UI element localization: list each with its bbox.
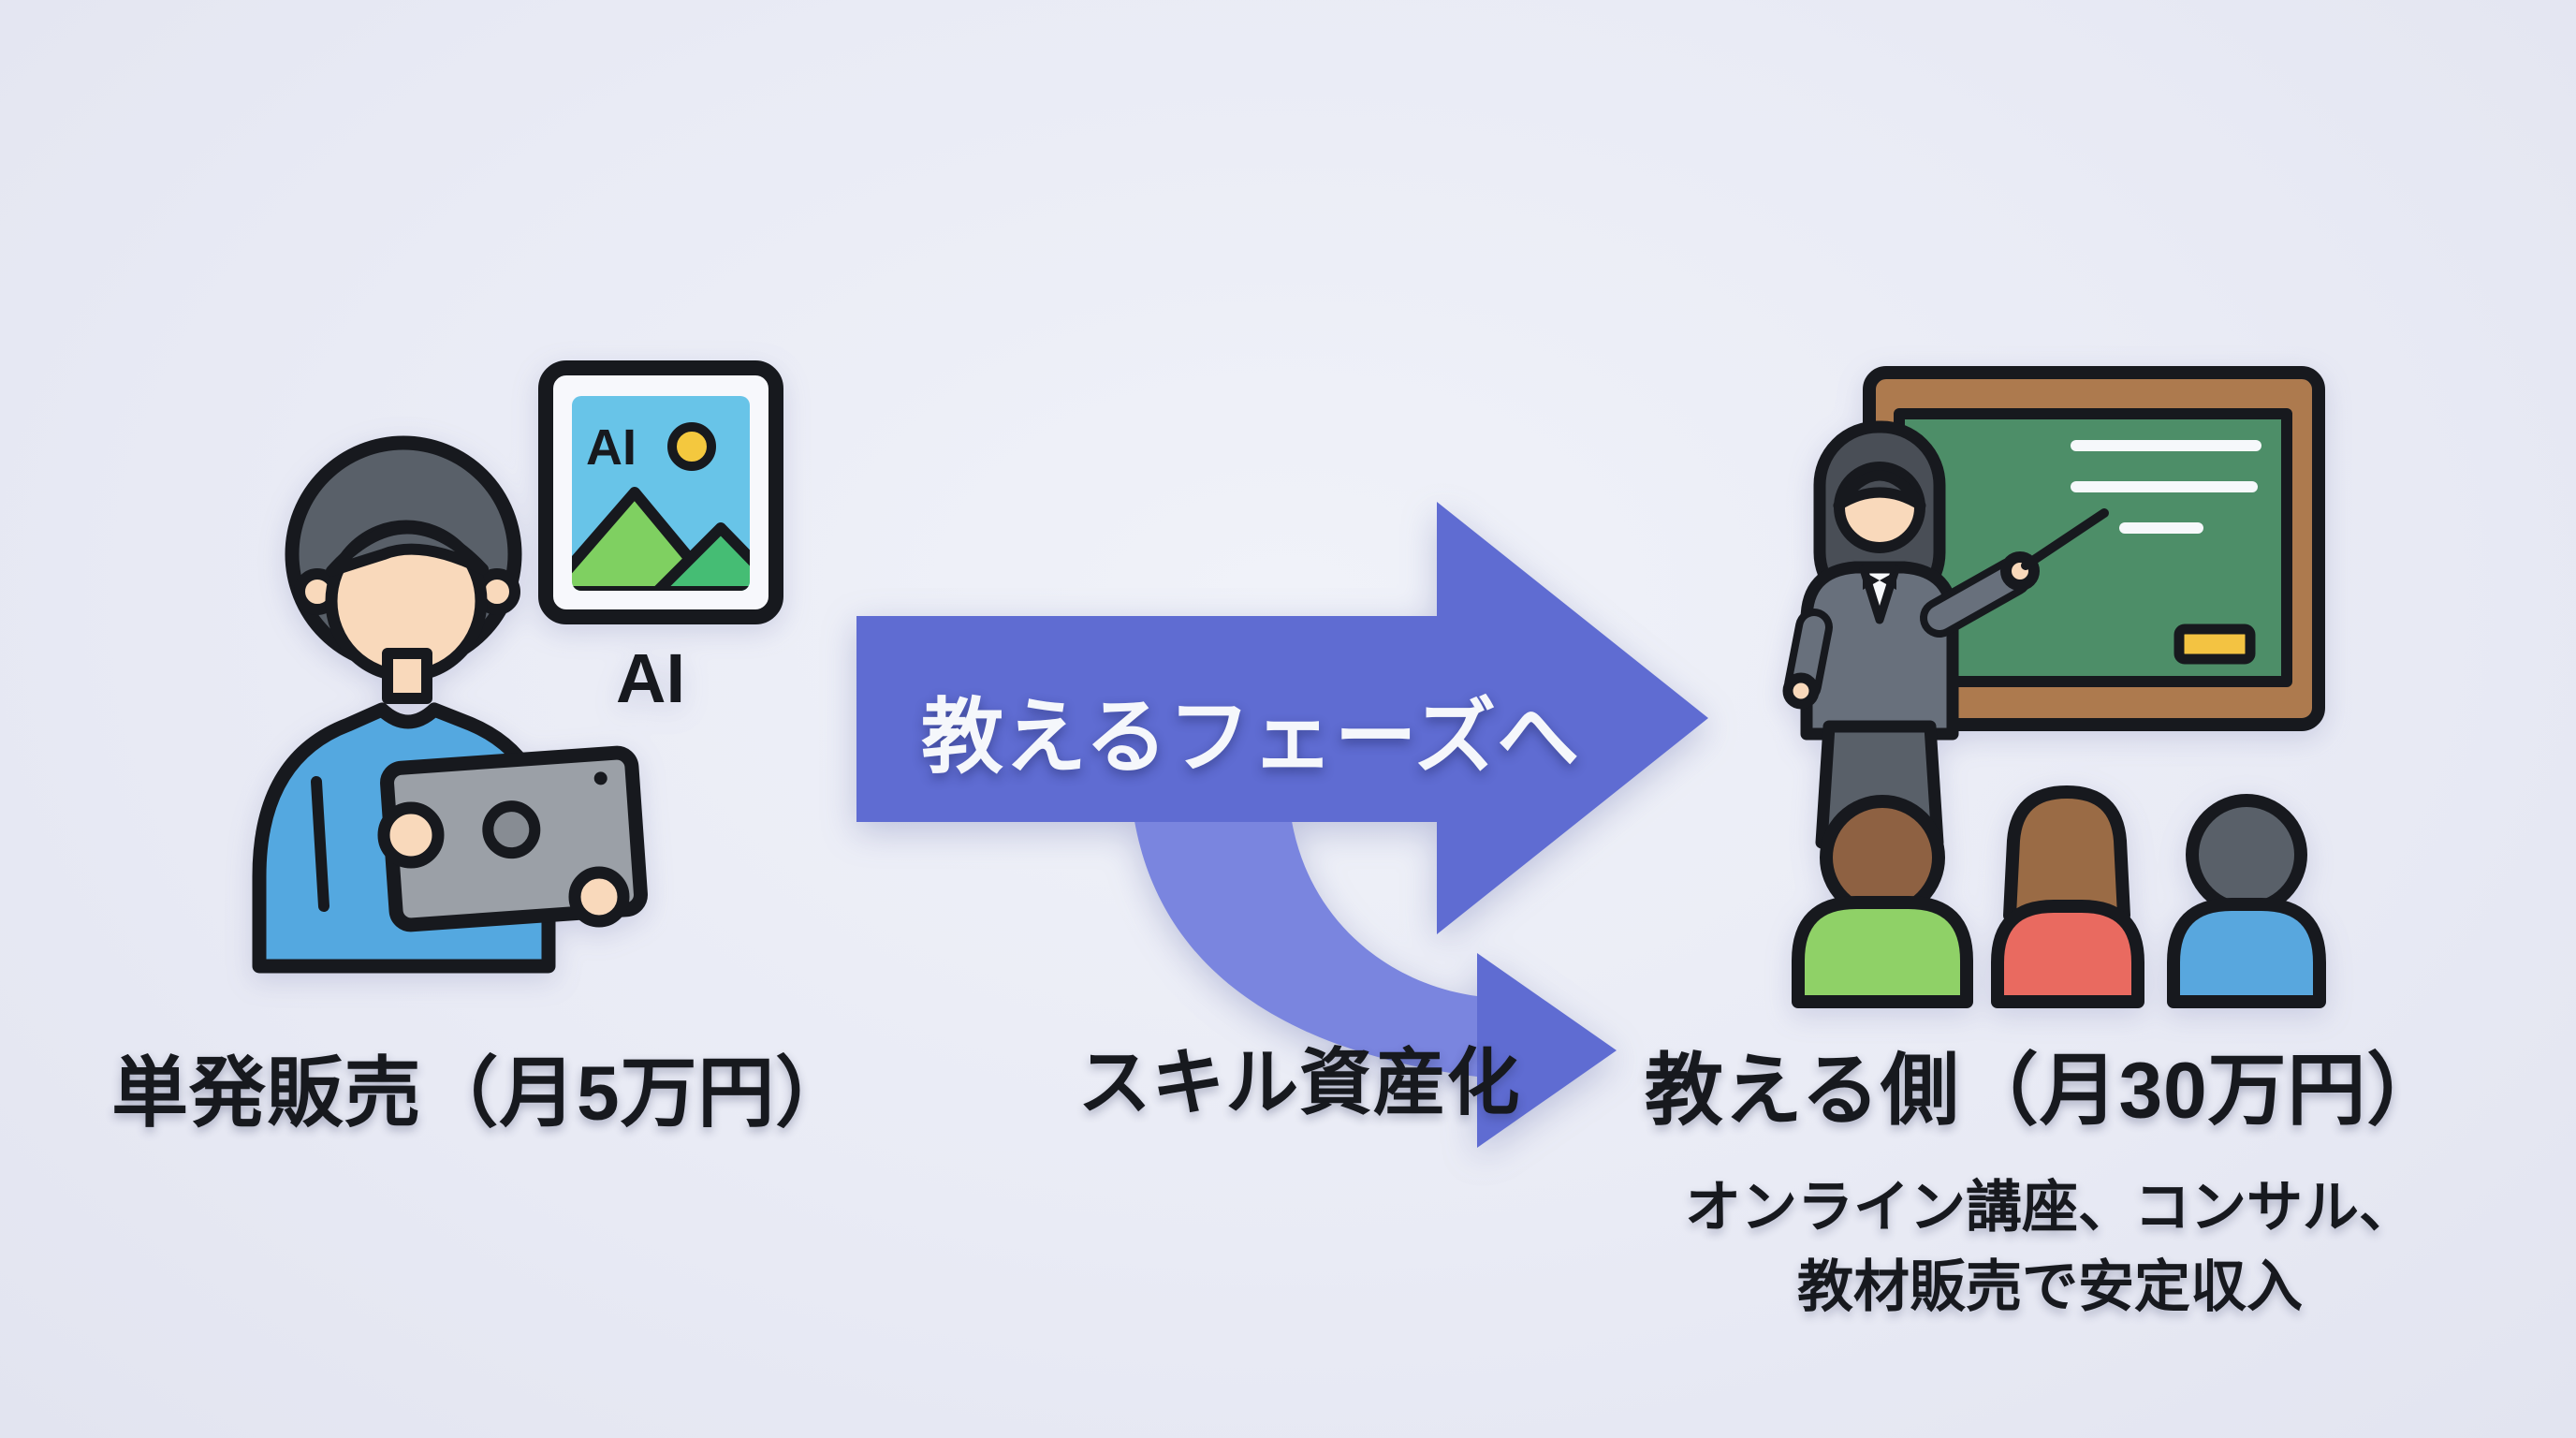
sun-icon bbox=[667, 422, 716, 471]
teaching-scene-icon bbox=[1782, 366, 2326, 1008]
pointer-stick-icon bbox=[2021, 508, 2109, 570]
student-body-green bbox=[1792, 896, 1973, 1008]
student-head bbox=[2186, 794, 2307, 916]
branch-label: スキル資産化 bbox=[1077, 1041, 1521, 1123]
right-note-line1: オンライン講座、コンサル、 bbox=[1685, 1175, 2415, 1239]
student-body-blue bbox=[2167, 898, 2326, 1008]
tablet-home-button bbox=[482, 800, 541, 859]
mountain-icon bbox=[651, 522, 750, 591]
main-arrow-label: 教えるフェーズへ bbox=[920, 690, 1581, 784]
right-notes: オンライン講座、コンサル、 教材販売で安定収入 bbox=[1685, 1167, 2415, 1327]
ai-caption-text: AI bbox=[616, 639, 685, 717]
person-with-tablet-icon: AI AI bbox=[252, 360, 783, 974]
teacher-left-hand bbox=[1782, 672, 1820, 710]
branch-ribbon bbox=[1134, 821, 1477, 1077]
bow-tie-icon bbox=[1863, 571, 1896, 590]
eraser-icon bbox=[2174, 624, 2256, 665]
branch-arrow-icon bbox=[1477, 953, 1617, 1148]
blackboard-icon bbox=[1863, 366, 2325, 731]
person-right-hand bbox=[568, 866, 630, 928]
card-ai-text: AI bbox=[586, 419, 637, 476]
person-fringe bbox=[326, 522, 489, 577]
right-caption: 教える側（月30万円） bbox=[1644, 1046, 2447, 1135]
teacher-fringe bbox=[1833, 470, 1926, 511]
teacher-right-arm bbox=[1927, 565, 2025, 630]
tablet-camera-dot bbox=[593, 771, 607, 785]
person-left-hand bbox=[377, 801, 445, 869]
students-icon bbox=[1792, 785, 2326, 1008]
stylus-icon bbox=[311, 776, 329, 912]
right-note-line2: 教材販売で安定収入 bbox=[1797, 1255, 2303, 1318]
left-caption: 単発販売（月5万円） bbox=[111, 1050, 853, 1137]
main-arrow-icon bbox=[856, 502, 1708, 934]
person-neck bbox=[382, 648, 432, 704]
student-body-red bbox=[1991, 900, 2144, 1008]
ai-image-card-icon: AI bbox=[538, 360, 783, 624]
